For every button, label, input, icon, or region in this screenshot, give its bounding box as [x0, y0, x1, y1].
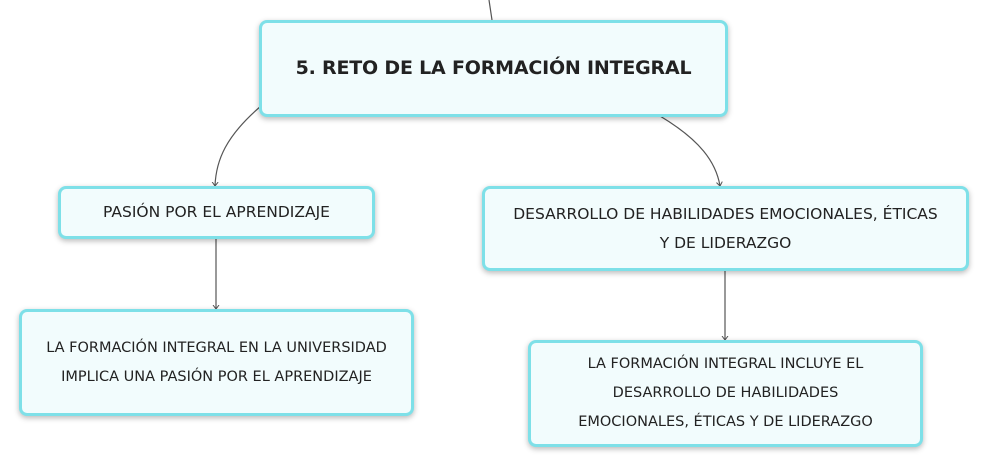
- branch-node-pasion[interactable]: PASIÓN POR EL APRENDIZAJE: [58, 186, 375, 239]
- leaf-node-desarrollo[interactable]: LA FORMACIÓN INTEGRAL INCLUYE EL DESARRO…: [528, 340, 923, 447]
- connector-incoming-root: [488, 0, 493, 21]
- connector-root-to-pasion: [215, 105, 262, 186]
- leaf-node-pasion[interactable]: LA FORMACIÓN INTEGRAL EN LA UNIVERSIDAD …: [19, 309, 414, 416]
- connector-root-to-desarrollo: [659, 115, 720, 186]
- root-node[interactable]: 5. RETO DE LA FORMACIÓN INTEGRAL: [259, 20, 728, 117]
- branch-node-desarrollo[interactable]: DESARROLLO DE HABILIDADES EMOCIONALES, É…: [482, 186, 969, 271]
